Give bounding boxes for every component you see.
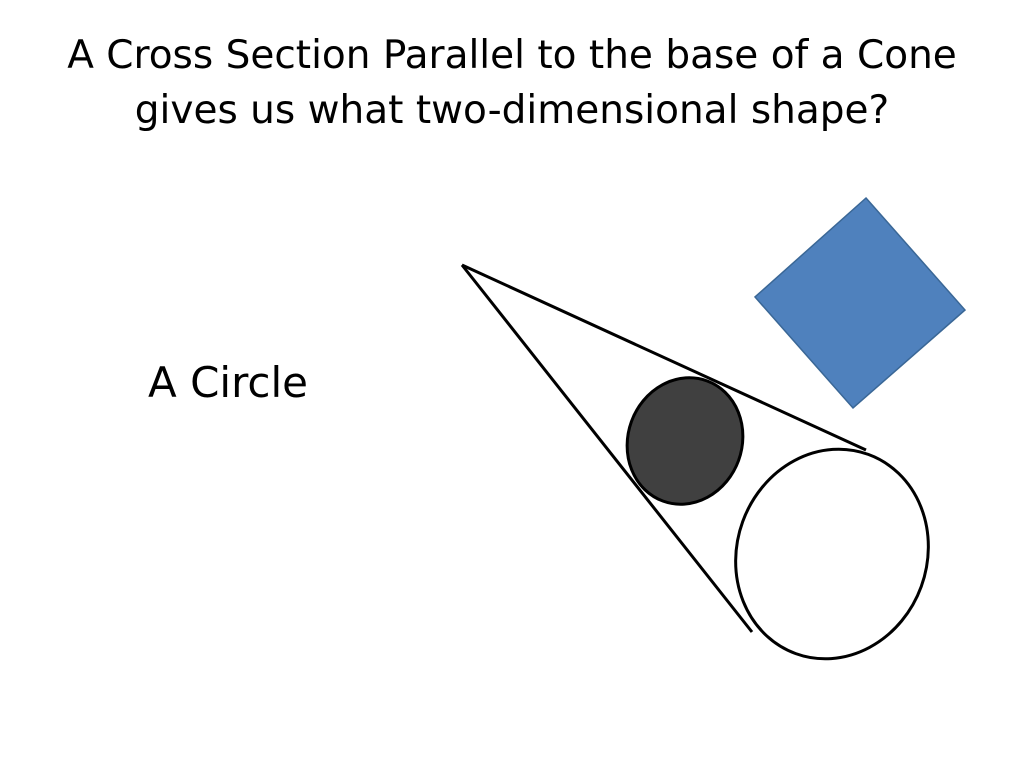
blue-square [753,196,967,410]
cone-side-bottom [460,264,754,633]
cross-section [625,376,745,506]
cone-side-top [461,263,867,452]
slide-title: A Cross Section Parallel to the base of … [67,33,957,133]
cone-base [734,447,930,661]
answer-text: A Circle [148,358,309,407]
